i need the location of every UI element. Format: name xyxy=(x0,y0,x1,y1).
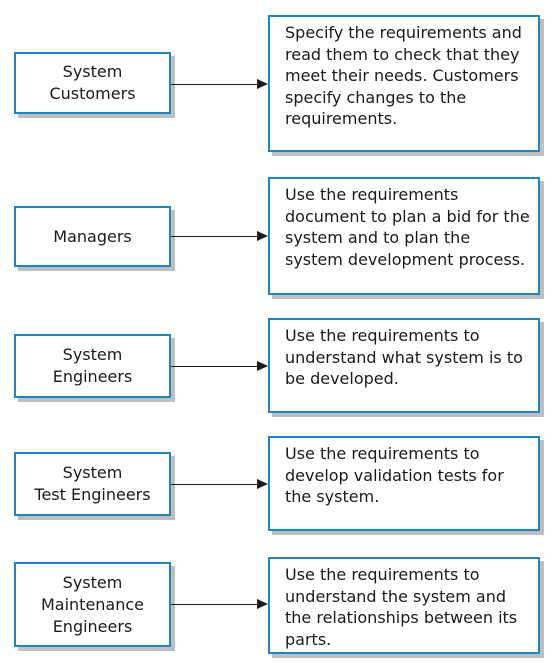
use-box-system-customers: Specify the requirements and read them t… xyxy=(268,15,540,152)
reader-box-system-maintenance-engineers: System Maintenance Engineers xyxy=(14,562,171,647)
use-description: Use the requirements document to plan a … xyxy=(285,185,530,269)
reader-label: System Engineers xyxy=(52,345,133,386)
reader-box-system-customers: System Customers xyxy=(14,52,171,114)
use-description: Use the requirements to understand the s… xyxy=(285,565,518,649)
use-box-managers: Use the requirements document to plan a … xyxy=(268,177,540,295)
reader-label: System Customers xyxy=(49,62,136,103)
arrow-connector xyxy=(171,479,268,489)
use-description: Use the requirements to understand what … xyxy=(285,326,523,388)
use-box-system-test-engineers: Use the requirements to develop validati… xyxy=(268,436,540,531)
reader-box-system-test-engineers: System Test Engineers xyxy=(14,452,171,516)
use-description: Specify the requirements and read them t… xyxy=(285,23,522,128)
use-box-system-maintenance-engineers: Use the requirements to understand the s… xyxy=(268,557,540,654)
use-description: Use the requirements to develop validati… xyxy=(285,444,504,506)
reader-label: System Maintenance Engineers xyxy=(40,572,145,636)
reader-label: System Test Engineers xyxy=(34,463,151,504)
reader-box-managers: Managers xyxy=(14,206,171,267)
arrow-connector xyxy=(171,79,268,89)
arrow-connector xyxy=(171,361,268,371)
use-box-system-engineers: Use the requirements to understand what … xyxy=(268,318,540,413)
reader-box-system-engineers: System Engineers xyxy=(14,334,171,398)
arrow-connector xyxy=(171,599,268,609)
reader-label: Managers xyxy=(53,226,132,246)
arrow-connector xyxy=(171,231,268,241)
